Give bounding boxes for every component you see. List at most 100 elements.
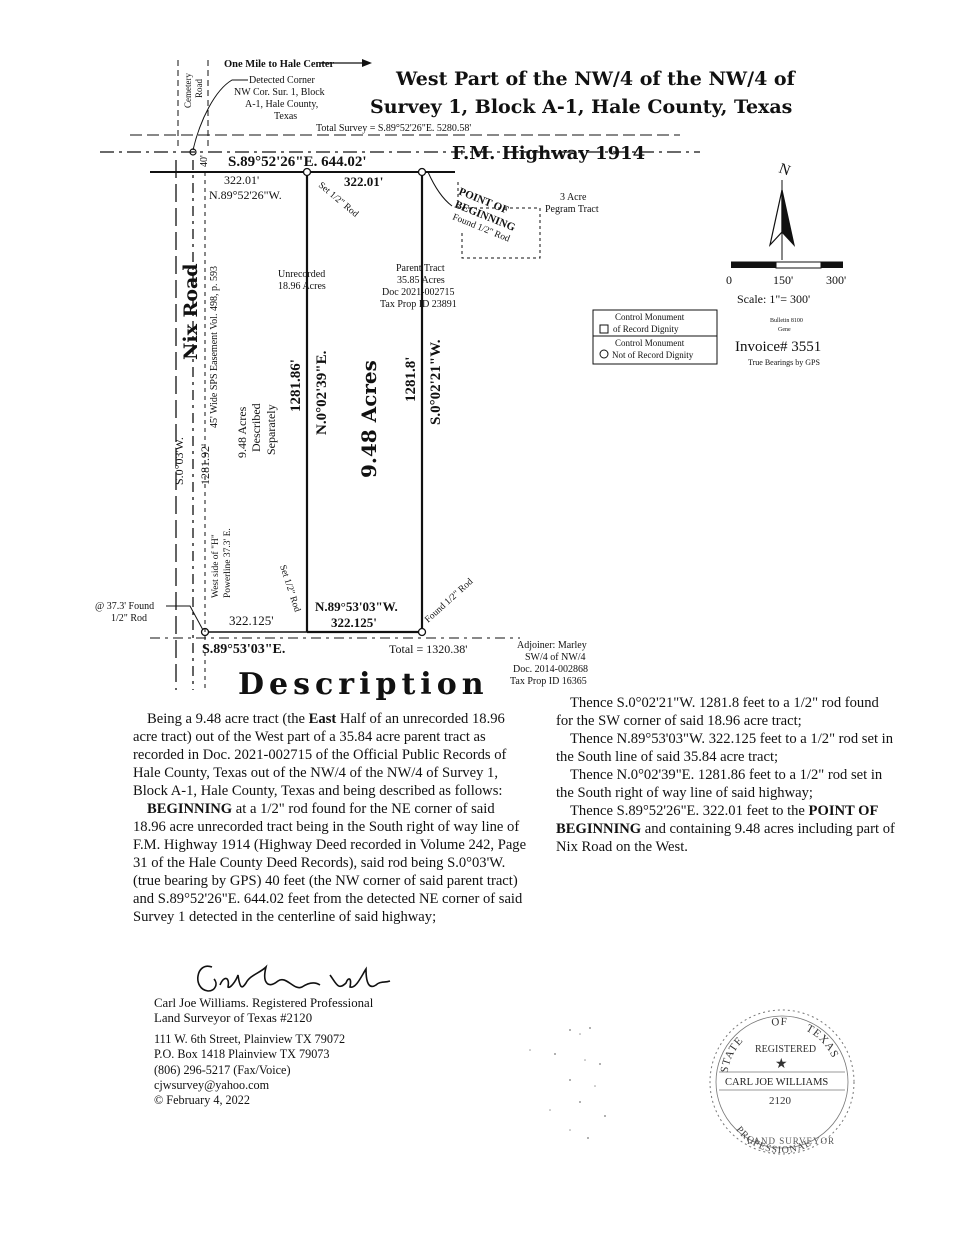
call-3: Thence N.0°02'39"E. 1281.86 feet to a 1/… <box>556 767 883 801</box>
description-heading: Description <box>238 667 489 700</box>
parent-l3: Doc 2021-002715 <box>382 287 455 298</box>
scale-tick-150: 150' <box>773 273 793 287</box>
surveyor-line-7: © February 4, 2022 <box>154 1093 250 1108</box>
powerline-l2: Powerline 37.3' E. <box>223 528 233 598</box>
description-left-column: Being a 9.48 acre tract (the East Half o… <box>133 710 531 926</box>
detected-corner-l4: Texas <box>274 111 297 122</box>
unrecorded-l1: Unrecorded <box>278 269 325 280</box>
adjoiner-l1: Adjoiner: Marley <box>517 640 587 651</box>
p2-bold-beginning: BEGINNING <box>147 801 233 817</box>
east-bearing: S.0°02'21"W. <box>428 339 444 425</box>
pob-leader <box>427 171 453 207</box>
north-arrow-icon <box>768 180 796 260</box>
adjoiner-l2: SW/4 of NW/4 <box>525 652 586 663</box>
cemetery-road-label-2: Road <box>194 79 204 98</box>
pegram-l2: Pegram Tract <box>545 204 599 215</box>
p1-bold-east: East <box>308 711 337 727</box>
signature-icon <box>197 964 391 992</box>
se-rod-marker <box>417 627 427 637</box>
found-rod-sw-leader <box>166 605 204 631</box>
south-left-dist: 322.125' <box>229 613 274 628</box>
bulletin-l2: Gene <box>778 327 791 333</box>
detected-corner-leader <box>192 79 248 151</box>
north-bearing: S.89°52'26"E. 644.02' <box>228 154 367 170</box>
legend-not-title: Control Monument <box>615 338 685 348</box>
described-separately-l1: 9.48 Acres <box>235 406 249 458</box>
surveyor-line-1: Carl Joe Williams. Registered Profession… <box>154 996 374 1010</box>
surveyor-line-6: cjwsurvey@yahoo.com <box>154 1078 270 1093</box>
detected-corner-l2: NW Cor. Sur. 1, Block <box>234 87 325 98</box>
road-width-40: 40' <box>199 155 210 167</box>
call-4: Thence S.89°52'26"E. 322.01 feet to the … <box>556 802 898 856</box>
scale-tick-300: 300' <box>826 273 846 287</box>
seal-land-surveyor: LAND SURVEYOR <box>747 1136 835 1146</box>
legend-record-sub: of Record Dignity <box>613 324 679 334</box>
true-bearings: True Bearings by GPS <box>748 358 820 367</box>
seal-number: 2120 <box>769 1095 792 1107</box>
detected-corner-marker <box>189 148 197 156</box>
nix-road-label: Nix Road <box>180 263 202 360</box>
seal-star-icon: ★ <box>775 1057 788 1072</box>
detected-corner-l1: Detected Corner <box>249 75 315 86</box>
scale-tick-0: 0 <box>726 273 732 287</box>
one-mile-label: One Mile to Hale Center <box>224 59 335 70</box>
north-right-dist: 322.01' <box>344 174 383 189</box>
adjoiner-l4: Tax Prop ID 16365 <box>510 676 587 687</box>
p1-text-b: Half of an unrecorded 18.96 acre tract) … <box>133 711 507 799</box>
scale-label: Scale: 1"= 300' <box>737 292 810 306</box>
parent-l2: 35.85 Acres <box>397 275 445 286</box>
surveyor-line-4: P.O. Box 1418 Plainview TX 79073 <box>154 1047 330 1062</box>
ne-rod-marker <box>302 167 312 177</box>
detected-corner-l3: A-1, Hale County, <box>245 99 318 110</box>
powerline-l1: West side of "H" <box>210 534 221 598</box>
found-rod-sw-l2: 1/2" Rod <box>111 613 147 624</box>
invoice-number: Invoice# 3551 <box>735 339 821 355</box>
found-rod-se: Found 1/2" Rod <box>423 577 475 625</box>
east-dist: 1281.8' <box>403 357 419 402</box>
parent-l1: Parent Tract <box>396 263 445 274</box>
call-4-text-a: Thence S.89°52'26"E. 322.01 feet to the <box>570 803 809 819</box>
scale-bar <box>731 261 843 269</box>
south-bearing: N.89°53'03"W. <box>315 599 398 614</box>
survey-plat: West Part of the NW/4 of the NW/4 of Sur… <box>95 59 846 700</box>
south-total-bearing: S.89°53'03"E. <box>202 642 285 657</box>
mid-bearing: N.0°02'39"E. <box>314 350 330 435</box>
call-4-bold-pob: POINT OF BEGINNING <box>556 803 878 837</box>
call-2: Thence N.89°53'03"W. 322.125 feet to a 1… <box>556 731 894 765</box>
mid-dist: 1281.86' <box>288 359 304 412</box>
legend-not-sub: Not of Record Dignity <box>612 350 694 360</box>
pegram-boundary <box>457 182 541 259</box>
north-arrow-n: N <box>777 161 793 180</box>
p2-text: at a 1/2" rod found for the NE corner of… <box>133 801 527 925</box>
surveyor-line-2: Land Surveyor of Texas #2120 <box>154 1011 313 1026</box>
scan-speckle <box>529 1027 606 1139</box>
found-rod-sw-l1: @ 37.3' Found <box>95 601 154 612</box>
title-line1: West Part of the NW/4 of the NW/4 of <box>395 68 797 90</box>
west-dist: 1281.92' <box>198 444 212 485</box>
adjoiner-l3: Doc. 2014-002868 <box>513 664 588 675</box>
p1-text-a: Being a 9.48 acre tract (the <box>147 711 309 727</box>
surveyor-block: Carl Joe Williams. Registered Profession… <box>154 996 373 1109</box>
description-paragraph-2: BEGINNING at a 1/2" rod found for the NE… <box>133 800 531 926</box>
total-survey-label: Total Survey = S.89°52'26"E. 5280.58' <box>316 123 471 134</box>
unrecorded-l2: 18.96 Acres <box>278 281 326 292</box>
call-1: Thence S.0°02'21"W. 1281.8 feet to a 1/2… <box>556 695 879 729</box>
pegram-l1: 3 Acre <box>560 192 587 203</box>
highway-name: F.M. Highway 1914 <box>452 143 645 164</box>
description-paragraph-1: Being a 9.48 acre tract (the East Half o… <box>133 710 531 800</box>
surveyor-line-3: 111 W. 6th Street, Plainview TX 79072 <box>154 1031 346 1046</box>
arrow-head-icon <box>362 59 372 67</box>
svg-text:OF: OF <box>771 1016 788 1029</box>
call-4-text-b: and containing 9.48 acres including part… <box>556 821 895 855</box>
title-line2: Survey 1, Block A-1, Hale County, Texas <box>370 96 792 118</box>
seal-of: OF <box>771 1016 787 1029</box>
legend-record-title: Control Monument <box>615 312 685 322</box>
seal-name: CARL JOE WILLIAMS <box>725 1077 828 1088</box>
cemetery-road-label: Cemetery <box>183 73 193 108</box>
pob-rod-marker <box>417 167 427 177</box>
monument-legend <box>592 309 718 365</box>
set-rod-sw: Set 1/2" Rod <box>277 564 302 614</box>
surveyor-line-5: (806) 296-5217 (Fax/Voice) <box>154 1062 291 1077</box>
south-dist: 322.125' <box>331 615 377 630</box>
parent-l4: Tax Prop ID 23891 <box>380 299 457 310</box>
